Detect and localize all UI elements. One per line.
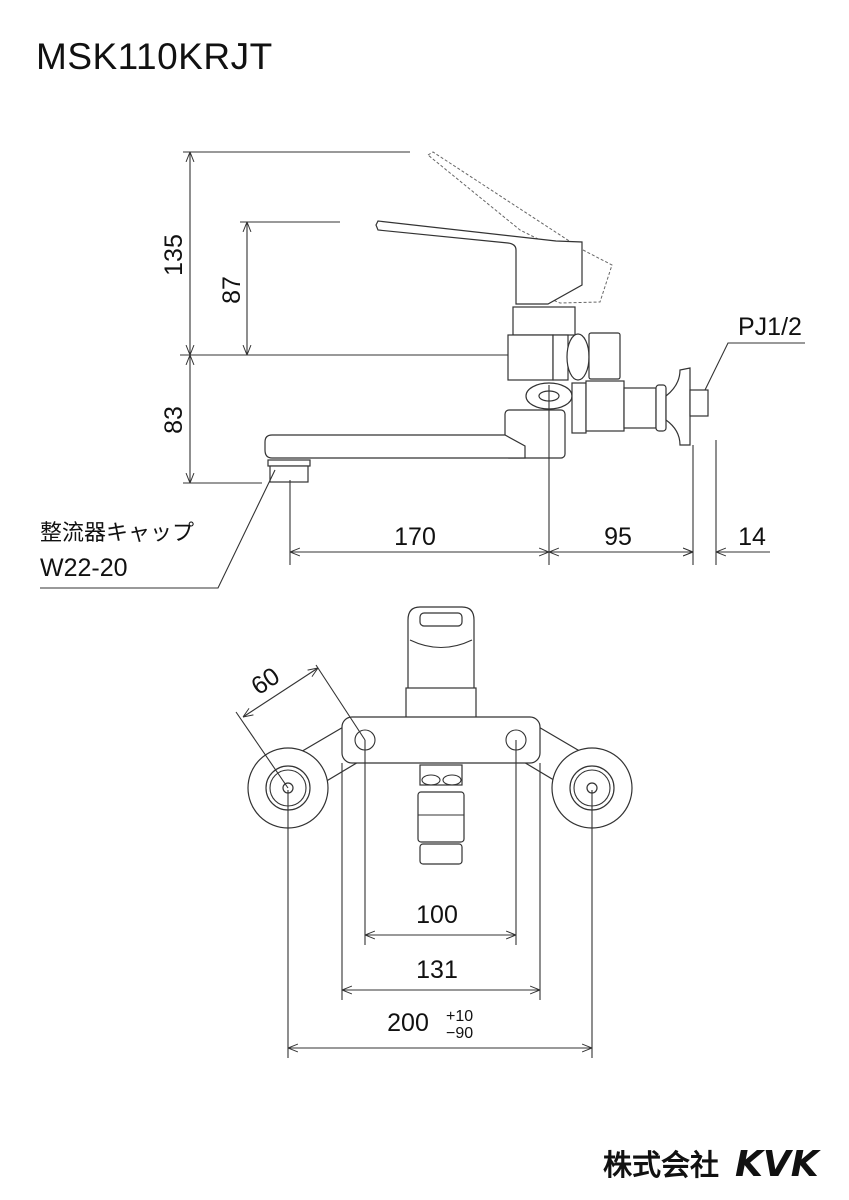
aerator-size-label: W22-20 [40, 554, 128, 582]
dim-83: 83 [160, 406, 188, 434]
union-nut [566, 333, 590, 381]
lever-top [407, 606, 475, 691]
model-title: MSK110KRJT [36, 36, 273, 77]
connection-leader [704, 342, 805, 391]
logo-company: 株式会社 [603, 1148, 719, 1182]
dim-135: 135 [160, 234, 188, 276]
dim-95: 95 [604, 523, 632, 551]
lever-raised-outline [427, 151, 613, 304]
dim-131: 131 [416, 956, 458, 984]
dim-100: 100 [416, 901, 458, 929]
spout [264, 434, 526, 459]
logo-brand: KVK [735, 1144, 822, 1185]
knurled-nut [571, 382, 587, 434]
wall-flange [665, 367, 691, 446]
aerator-cap [267, 459, 311, 467]
dim-14: 14 [738, 523, 766, 551]
connection-label: PJ1/2 [738, 313, 802, 341]
aerator-cap-label: 整流器キャップ [40, 521, 194, 546]
dim-170: 170 [394, 523, 436, 551]
kvk-logo: 株式会社 KVK [603, 1144, 822, 1185]
dim-60: 60 [246, 662, 285, 701]
body-block [507, 334, 554, 381]
wall-thread [689, 389, 709, 417]
mount-bar [341, 716, 541, 764]
body-upper [512, 306, 576, 336]
aerator-leader [40, 469, 276, 589]
tolerance-minus: −90 [446, 1025, 473, 1042]
tolerance-plus: +10 [446, 1008, 473, 1025]
front-view: 100 131 200 +10 −90 60 [235, 606, 633, 1058]
side-view: 135 87 83 170 [40, 151, 805, 589]
dim-200: 200 [387, 1009, 429, 1037]
lever [375, 220, 583, 305]
dim-87: 87 [218, 276, 246, 304]
